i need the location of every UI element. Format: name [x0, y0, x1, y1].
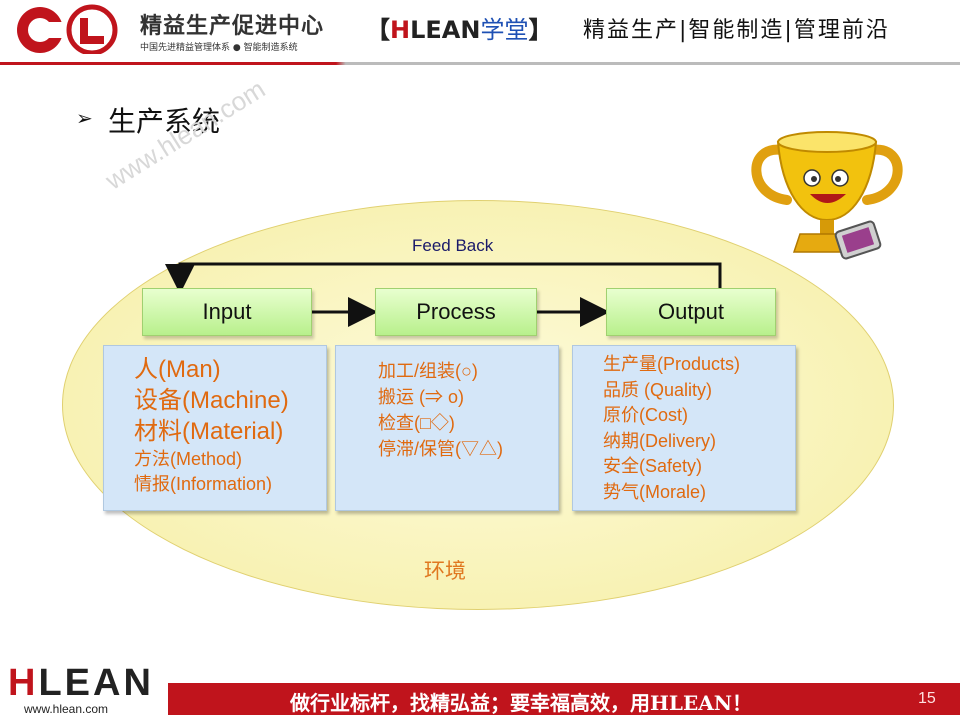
list-item: 设备(Machine)	[134, 387, 289, 414]
list-item: 方法(Method)	[134, 449, 243, 469]
list-item: 安全(Safety)	[603, 456, 703, 476]
footer-url: www.hlean.com	[24, 702, 109, 716]
org-subtitle: 中国先进精益管理体系 ● 智能制造系统	[140, 43, 298, 53]
brand-lean: LEAN	[410, 16, 481, 44]
slide-title: 生产系统	[108, 105, 221, 138]
tagline: 精益生产|智能制造|管理前沿	[583, 18, 890, 43]
footer-logo: HLEAN	[8, 662, 154, 705]
brand-xuetang: 学堂	[480, 16, 529, 44]
list-item: 纳期(Delivery)	[603, 430, 717, 451]
input-box: Input	[142, 288, 312, 336]
feedback-label: Feed Back	[412, 236, 494, 255]
footer-logo-h: H	[8, 662, 39, 704]
brand-bracket-right: 】	[528, 16, 553, 44]
input-detail-list: 人(Man) 设备(Machine) 材料(Material) 方法(Metho…	[104, 346, 326, 497]
footer-logo-lean: LEAN	[38, 662, 154, 704]
list-item: 情报(Information)	[134, 474, 273, 494]
output-detail-list: 生产量(Products) 品质 (Quality) 原价(Cost) 纳期(D…	[573, 346, 795, 505]
input-detail-box: 人(Man) 设备(Machine) 材料(Material) 方法(Metho…	[103, 345, 327, 511]
trophy-icon	[751, 131, 903, 260]
process-detail-list: 加工/组装(○) 搬运 (⇒ o) 检查(□◇) 停滞/保管(▽△)	[336, 346, 558, 462]
bullet-arrow-icon: ➢	[76, 106, 93, 130]
output-box: Output	[606, 288, 776, 336]
list-item: 品质 (Quality)	[603, 379, 713, 400]
logo-icon	[17, 4, 118, 54]
brand-bracket-left: 【	[366, 16, 390, 44]
brand-title: 【HLEAN学堂】	[366, 10, 552, 45]
feedback-arrow	[165, 262, 722, 294]
list-item: 人(Man)	[134, 356, 221, 383]
org-name: 精益生产促进中心	[140, 14, 325, 39]
list-item: 加工/组装(○)	[378, 361, 478, 381]
footer-slogan: 做行业标杆，找精弘益；要幸福高效，用HLEAN！	[290, 691, 753, 715]
header-divider	[0, 62, 960, 65]
process-box: Process	[375, 288, 537, 336]
process-detail-box: 加工/组装(○) 搬运 (⇒ o) 检查(□◇) 停滞/保管(▽△)	[335, 345, 559, 511]
list-item: 势气(Morale)	[603, 481, 707, 502]
output-detail-box: 生产量(Products) 品质 (Quality) 原价(Cost) 纳期(D…	[572, 345, 796, 511]
list-item: 生产量(Products)	[603, 354, 741, 374]
list-item: 停滞/保管(▽△)	[378, 439, 503, 459]
footer-bar	[168, 683, 960, 715]
list-item: 搬运 (⇒ o)	[378, 387, 465, 407]
brand-h: H	[390, 16, 411, 44]
list-item: 原价(Cost)	[603, 405, 688, 425]
list-item: 检查(□◇)	[378, 413, 455, 433]
page-number: 15	[918, 690, 936, 707]
environment-label: 环境	[424, 559, 466, 583]
list-item: 材料(Material)	[134, 418, 284, 445]
